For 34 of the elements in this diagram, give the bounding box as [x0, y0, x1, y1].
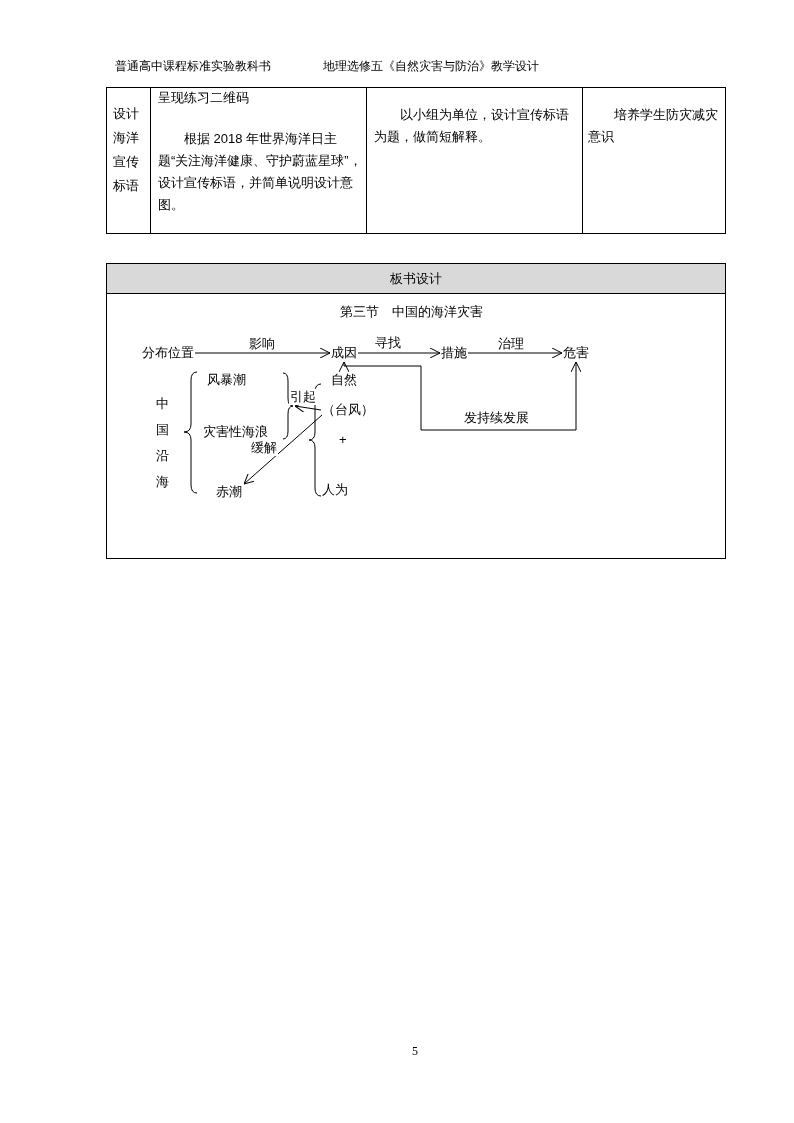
cell-text: 培养学生防灾减灾意识: [588, 106, 719, 146]
cell-text: 呈现练习二维码: [158, 89, 250, 107]
arrow: [357, 347, 441, 359]
node-text: 灾害性海浪: [203, 424, 268, 440]
node-text: 中国沿海: [156, 391, 170, 495]
arrow: [194, 347, 331, 359]
node-text: 危害: [563, 345, 589, 361]
edge-label: 寻找: [374, 335, 402, 351]
node-text: （台风）: [322, 402, 374, 418]
page-header: 普通高中课程标准实验教科书: [115, 58, 271, 74]
node-text: 人为: [322, 482, 348, 498]
cell-text: 以小组为单位，设计宣传标语为题，做简短解释。: [374, 106, 570, 146]
edge-label: 发持续发展: [463, 410, 530, 426]
page-number: 5: [412, 1043, 418, 1059]
edge-label: 引起: [289, 389, 317, 405]
node-text: 分布位置: [142, 345, 194, 361]
node-text: 赤潮: [216, 484, 242, 500]
edge-label: 治理: [497, 336, 525, 352]
cell-text: 设计海洋宣传标语: [113, 105, 140, 195]
node-text: 措施: [441, 345, 467, 361]
plus-sign: +: [339, 432, 347, 448]
edge-label: 影响: [248, 336, 276, 352]
table-header-cell: 板书设计: [106, 263, 726, 294]
node-text: 风暴潮: [207, 372, 246, 388]
arrow: [243, 414, 323, 485]
arrow: [294, 402, 322, 413]
arrow: [467, 347, 563, 359]
cell-text: 根据 2018 年世界海洋日主题“关注海洋健康、守护蔚蓝星球”，设计宣传标语，并简单说明设计意图。: [158, 130, 363, 214]
arrow: [338, 361, 582, 431]
edge-label: 缓解: [250, 440, 278, 456]
page-header: 地理选修五《自然灾害与防治》教学设计: [323, 58, 539, 74]
node-text: 成因: [331, 345, 357, 361]
diagram-title: 第三节 中国的海洋灾害: [340, 304, 483, 320]
node-text: 自然: [331, 372, 357, 388]
